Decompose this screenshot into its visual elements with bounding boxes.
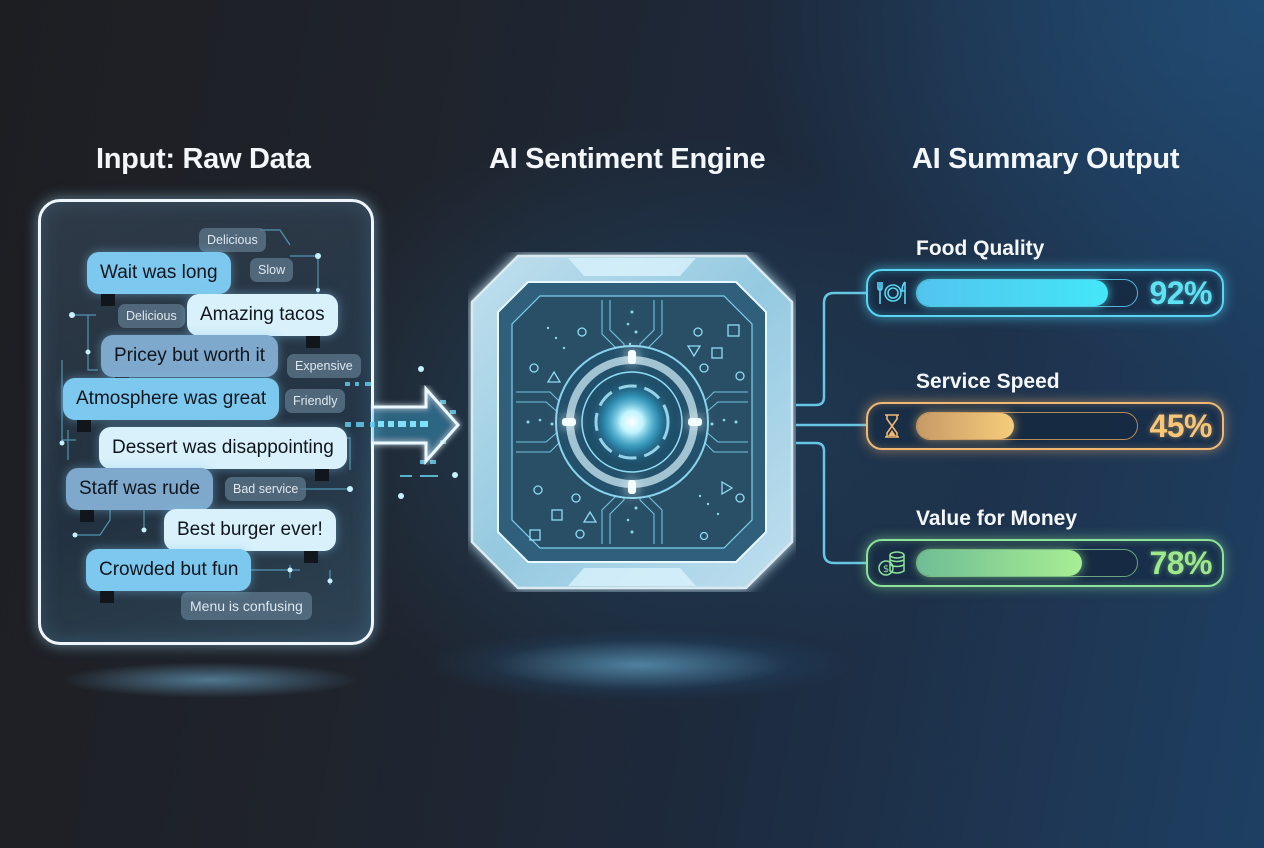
metric-bar-service-speed: 45%	[866, 402, 1224, 450]
metric-percentage: 78%	[1149, 545, 1212, 581]
engine-floor-glow	[430, 630, 850, 700]
progress-track	[916, 279, 1138, 307]
tag-chip: Delicious	[199, 228, 266, 252]
progress-fill	[917, 550, 1082, 576]
progress-fill	[917, 280, 1109, 306]
plate-cutlery-icon	[877, 281, 906, 304]
tag-chip: Menu is confusing	[181, 592, 312, 620]
metric-bar-value-for-money: $ 78%	[866, 539, 1224, 587]
tag-chip: Bad service	[225, 477, 307, 501]
svg-text:$: $	[883, 564, 889, 575]
progress-track	[916, 549, 1138, 577]
progress-track	[916, 412, 1138, 440]
flow-arrow-icon	[372, 385, 461, 465]
metric-label-value-for-money: Value for Money	[916, 507, 1078, 530]
progress-fill	[917, 413, 1014, 439]
metric-bar-food-quality: 92%	[866, 269, 1224, 317]
metric-label-food-quality: Food Quality	[916, 237, 1045, 260]
tag-chip: Friendly	[285, 389, 346, 413]
review-bubble: Dessert was disappointing	[99, 427, 347, 481]
review-bubble: Atmosphere was great	[63, 378, 280, 432]
metric-percentage: 45%	[1149, 408, 1212, 444]
metric-label-service-speed: Service Speed	[916, 370, 1060, 393]
review-bubble: Amazing tacos	[187, 294, 338, 348]
tag-chip: Expensive	[287, 354, 361, 378]
engine-section-title: AI Sentiment Engine	[489, 143, 766, 175]
tag-chip: Slow	[250, 258, 294, 282]
coins-icon: $	[878, 551, 905, 576]
input-section-title: Input: Raw Data	[96, 143, 311, 175]
metric-percentage: 92%	[1149, 275, 1212, 311]
review-bubble: Best burger ever!	[164, 509, 336, 563]
review-bubble: Wait was long	[87, 252, 231, 306]
hourglass-icon	[885, 414, 899, 438]
review-bubble: Pricey but worth it	[101, 335, 278, 389]
tag-chip: Delicious	[118, 304, 185, 328]
review-bubble: Crowded but fun	[86, 549, 252, 603]
ai-chip-icon	[470, 254, 794, 590]
output-section-title: AI Summary Output	[912, 143, 1180, 175]
input-panel-floor-glow	[60, 662, 360, 698]
review-bubble: Staff was rude	[66, 468, 214, 522]
